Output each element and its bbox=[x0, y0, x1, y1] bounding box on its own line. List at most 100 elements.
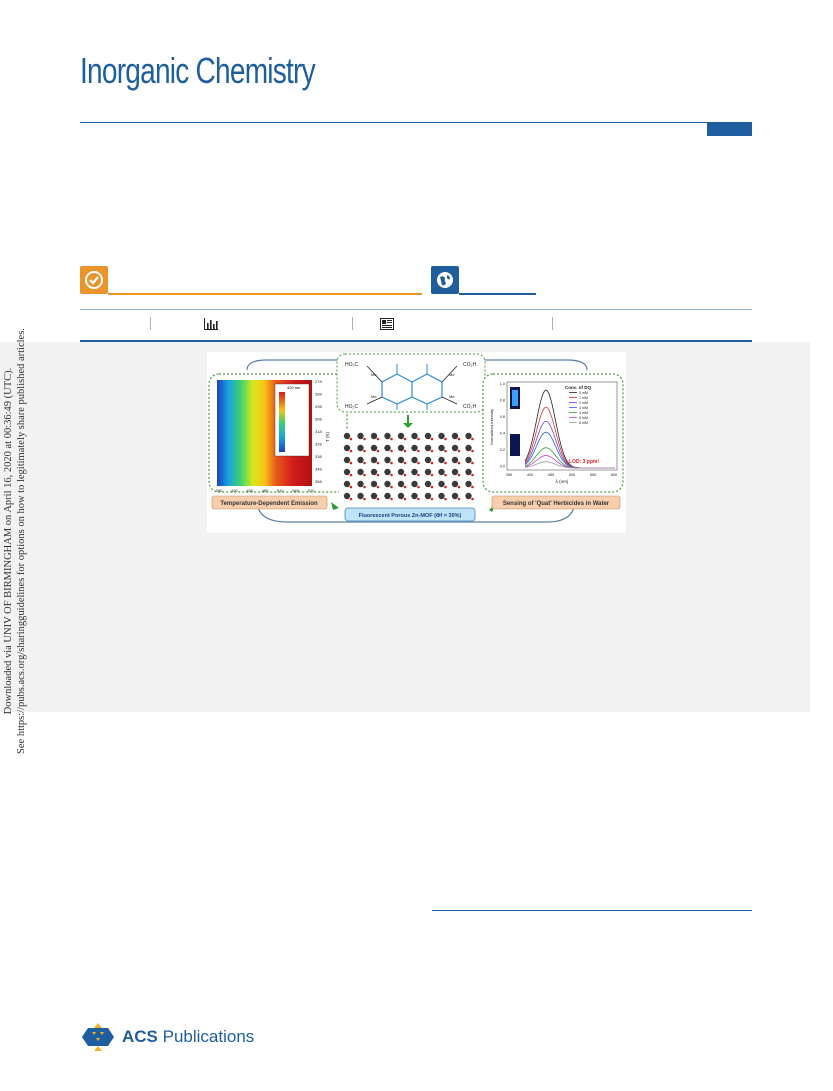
spectrum-plot-area bbox=[506, 381, 618, 471]
mof-node bbox=[343, 480, 351, 488]
right-xtick: 400 bbox=[527, 473, 533, 477]
mof-node bbox=[397, 492, 405, 500]
legend-item: 1 mM bbox=[579, 396, 588, 400]
mof-oxygen bbox=[403, 497, 407, 501]
left-xtick: 510 bbox=[277, 488, 284, 493]
mof-oxygen bbox=[417, 485, 420, 489]
mof-oxygen bbox=[376, 473, 380, 477]
mof-node bbox=[424, 480, 432, 488]
article-icon[interactable] bbox=[380, 318, 394, 330]
mof-oxygen bbox=[471, 485, 474, 489]
mof-node bbox=[357, 468, 364, 476]
mof-oxygen bbox=[417, 497, 420, 501]
mof-node bbox=[451, 468, 459, 476]
mof-oxygen bbox=[376, 449, 380, 453]
globe-underline bbox=[459, 293, 536, 295]
mof-node bbox=[370, 480, 378, 488]
mof-oxygen bbox=[430, 473, 434, 477]
mof-node bbox=[465, 468, 472, 476]
mof-node bbox=[370, 468, 378, 476]
globe-badge[interactable] bbox=[431, 266, 459, 294]
mof-oxygen bbox=[363, 437, 366, 441]
methyl-label: Me bbox=[371, 394, 377, 399]
mof-oxygen bbox=[417, 461, 420, 465]
mof-structure-area bbox=[339, 430, 481, 504]
heatmap-legend-label: 420 nm bbox=[287, 385, 301, 390]
mof-oxygen bbox=[390, 485, 393, 489]
left-ytick: 358 bbox=[315, 479, 322, 484]
right-panel-xlabel: λ (nm) bbox=[556, 479, 569, 484]
mof-oxygen bbox=[417, 473, 420, 477]
mof-node bbox=[438, 480, 445, 488]
mof-oxygen bbox=[471, 473, 474, 477]
right-xtick: 450 bbox=[548, 473, 554, 477]
mof-node bbox=[411, 432, 418, 440]
mof-node bbox=[370, 432, 378, 440]
mof-node bbox=[357, 480, 364, 488]
linker-group-tl: HO₂C bbox=[345, 362, 358, 368]
methyl-label: Me bbox=[371, 372, 377, 377]
mof-node bbox=[424, 432, 432, 440]
vial-glow bbox=[512, 390, 518, 406]
mof-node bbox=[384, 468, 391, 476]
right-xtick: 350 bbox=[506, 473, 512, 477]
mof-node bbox=[384, 444, 391, 452]
mof-oxygen bbox=[403, 485, 407, 489]
mof-node bbox=[397, 456, 405, 464]
mof-oxygen bbox=[349, 473, 353, 477]
metrics-separator bbox=[552, 317, 553, 330]
mof-oxygen bbox=[444, 485, 447, 489]
mof-oxygen bbox=[457, 449, 461, 453]
mof-oxygen bbox=[444, 497, 447, 501]
heatmap-colorbar bbox=[279, 392, 285, 452]
mof-oxygen bbox=[430, 497, 434, 501]
left-xtick: 420 bbox=[231, 488, 238, 493]
left-ytick: 338 bbox=[315, 454, 322, 459]
check-badge[interactable] bbox=[80, 266, 108, 294]
mof-node bbox=[397, 480, 405, 488]
mof-node bbox=[397, 468, 405, 476]
mof-node bbox=[411, 468, 418, 476]
mof-oxygen bbox=[376, 485, 380, 489]
download-note-line2[interactable]: See https://pubs.acs.org/sharingguidelin… bbox=[16, 328, 27, 754]
mof-node bbox=[411, 444, 418, 452]
bar-chart-icon[interactable] bbox=[204, 318, 218, 330]
right-legend-title: Conc. of DQ bbox=[565, 385, 591, 390]
right-ytick: 1.0 bbox=[500, 382, 505, 386]
mof-oxygen bbox=[390, 461, 393, 465]
acs-publications-logo[interactable]: ACS Publications bbox=[80, 1022, 254, 1052]
right-legend: 0 mM1 mM2 mM3 mM4 mM5 mM6 mM bbox=[569, 391, 588, 425]
journal-title: Inorganic Chemistry bbox=[80, 50, 316, 91]
download-note-line1: Downloaded via UNIV OF BIRMINGHAM on Apr… bbox=[3, 367, 14, 715]
right-ytick: 0.8 bbox=[500, 399, 505, 403]
mof-oxygen bbox=[363, 461, 366, 465]
mof-oxygen bbox=[390, 437, 393, 441]
header-rule bbox=[80, 122, 752, 123]
mof-node bbox=[465, 444, 472, 452]
left-xtick: 570 bbox=[308, 488, 315, 493]
mof-oxygen bbox=[457, 461, 461, 465]
mof-oxygen bbox=[457, 437, 461, 441]
mof-oxygen bbox=[376, 461, 380, 465]
mof-node bbox=[465, 480, 472, 488]
center-caption: Fluorescent Porous Zn-MOF (Φf = 30%) bbox=[359, 513, 462, 519]
metrics-bottom-rule bbox=[80, 340, 752, 342]
right-yticks: 1.00.80.60.40.20.0 bbox=[500, 382, 505, 469]
mof-node bbox=[424, 456, 432, 464]
left-ytick: 308 bbox=[315, 417, 322, 422]
mof-node bbox=[384, 480, 391, 488]
mof-oxygen bbox=[376, 437, 380, 441]
mof-oxygen bbox=[444, 473, 447, 477]
footnote-rule bbox=[432, 910, 752, 911]
mof-oxygen bbox=[471, 437, 474, 441]
legend-item: 2 mM bbox=[579, 401, 588, 405]
header-corner-block bbox=[707, 123, 752, 136]
linker-structure bbox=[366, 364, 458, 410]
metrics-separator bbox=[352, 317, 353, 330]
right-ytick: 0.2 bbox=[500, 448, 505, 452]
mof-node bbox=[438, 468, 445, 476]
mof-oxygen bbox=[444, 461, 447, 465]
mof-node bbox=[438, 444, 445, 452]
